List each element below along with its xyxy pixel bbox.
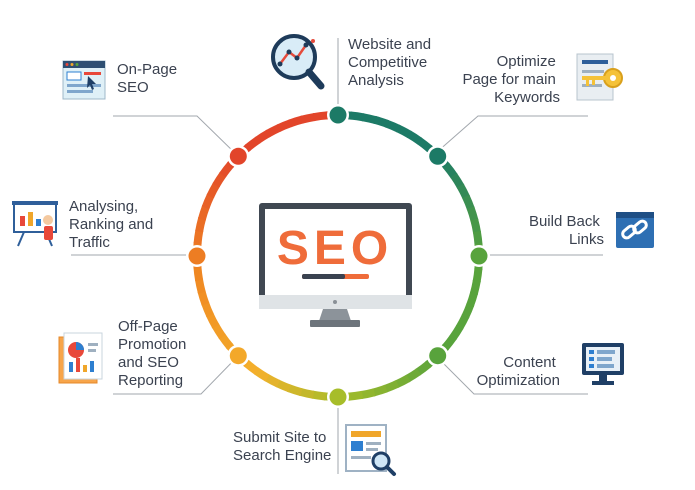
step-labels: Website and Competitive Analysis Optimiz… — [69, 36, 604, 464]
label-analysing: Analysing, Ranking and Traffic — [69, 198, 157, 251]
seo-monitor: SEO — [259, 203, 412, 327]
monitor-screen — [265, 209, 406, 295]
ring-segment — [469, 279, 481, 295]
ring-segment — [349, 111, 365, 122]
ring-segment — [264, 373, 281, 388]
node-submit-site — [329, 388, 347, 406]
ring-segment — [415, 360, 432, 376]
chain-link-icon — [616, 212, 654, 248]
monitor-base — [310, 320, 360, 327]
ring-segment — [218, 333, 234, 350]
ring-segment — [211, 323, 226, 340]
magnifier-chart-icon — [271, 34, 325, 90]
ring-segment — [470, 218, 482, 234]
monitor-power-dot — [333, 300, 337, 304]
label-off-page: Off-Page Promotion and SEO Reporting — [118, 318, 191, 389]
search-document-icon — [345, 424, 396, 476]
ring-segment — [254, 129, 271, 144]
ring-segment — [348, 390, 364, 401]
ring-segment — [243, 359, 260, 375]
ring-segment — [244, 136, 261, 152]
ring-segment — [275, 379, 292, 393]
browser-window-icon — [62, 60, 106, 100]
label-submit-site: Submit Site to Search Engine — [233, 429, 331, 464]
ring-segment — [442, 162, 458, 179]
ring-segment — [405, 368, 422, 383]
ring-segment — [286, 384, 303, 397]
ring-segment — [384, 119, 401, 133]
ring-segment — [197, 290, 210, 306]
ring-segment — [361, 113, 377, 125]
ring-segment — [265, 123, 282, 138]
ring-segment — [311, 390, 327, 401]
ring-segment — [383, 380, 400, 393]
ring-segment — [206, 182, 221, 199]
ring-segment — [472, 267, 483, 283]
ring-segment — [276, 119, 293, 132]
ring-segment — [299, 387, 315, 399]
label-optimize-keywords: Optimize Page for main Keywords — [462, 53, 560, 106]
node-back-links — [470, 247, 488, 265]
ring-segment — [406, 130, 423, 145]
ring-segment — [449, 324, 464, 341]
ring-segment — [472, 230, 483, 246]
connector-bottom-right — [435, 355, 588, 395]
presentation-board-icon — [12, 201, 58, 247]
ring-segment — [394, 374, 411, 389]
ring-segment — [416, 137, 433, 153]
ring-segment — [461, 302, 475, 319]
ring-nodes — [186, 104, 490, 408]
label-website-analysis: Website and Competitive Analysis — [348, 36, 435, 89]
key-document-icon — [576, 53, 623, 101]
process-ring — [192, 110, 484, 402]
connector-top-left — [113, 115, 239, 157]
monitor-neck — [319, 309, 351, 321]
ring-segment — [456, 183, 471, 200]
ring-segment — [194, 278, 206, 294]
ring-segment — [360, 388, 376, 400]
node-off-page — [229, 347, 247, 365]
node-optimize-keywords — [429, 147, 447, 165]
ring-segment — [197, 204, 210, 221]
node-analysing — [188, 247, 206, 265]
node-on-page — [229, 147, 247, 165]
ring-segment — [450, 172, 465, 189]
report-document-icon — [58, 332, 103, 384]
ring-segment — [288, 115, 304, 128]
seo-progress-fill — [302, 274, 345, 279]
ring-segment — [372, 384, 388, 397]
monitor-checklist-icon — [582, 343, 624, 385]
ring-segment — [205, 312, 220, 329]
connector-bottom-left — [113, 355, 239, 395]
ring-segment — [466, 206, 479, 222]
ring-segment — [300, 112, 316, 124]
ring-segment — [201, 301, 214, 318]
ring-segment — [201, 193, 215, 210]
ring-segment — [395, 124, 412, 139]
ring-segment — [195, 217, 207, 233]
node-content-optimization — [429, 347, 447, 365]
ring-segment — [193, 229, 204, 245]
ring-segment — [312, 111, 328, 122]
ring-segment — [373, 115, 390, 128]
ring-segment — [193, 266, 204, 282]
ring-segment — [219, 161, 235, 178]
connector-top-right — [436, 115, 588, 153]
label-content-optimization: Content Optimization — [477, 354, 560, 389]
connector-lines — [71, 38, 603, 474]
ring-segment — [212, 171, 227, 188]
seo-logo-text: SEO — [277, 222, 393, 275]
ring-segment — [441, 334, 457, 351]
ring-segment — [466, 291, 479, 308]
label-on-page: On-Page SEO — [117, 61, 181, 96]
ring-segment — [253, 367, 270, 382]
ring-segment — [455, 313, 470, 330]
node-website-analysis — [329, 106, 347, 124]
label-back-links: Build Back Links — [529, 213, 604, 248]
ring-segment — [462, 194, 475, 211]
